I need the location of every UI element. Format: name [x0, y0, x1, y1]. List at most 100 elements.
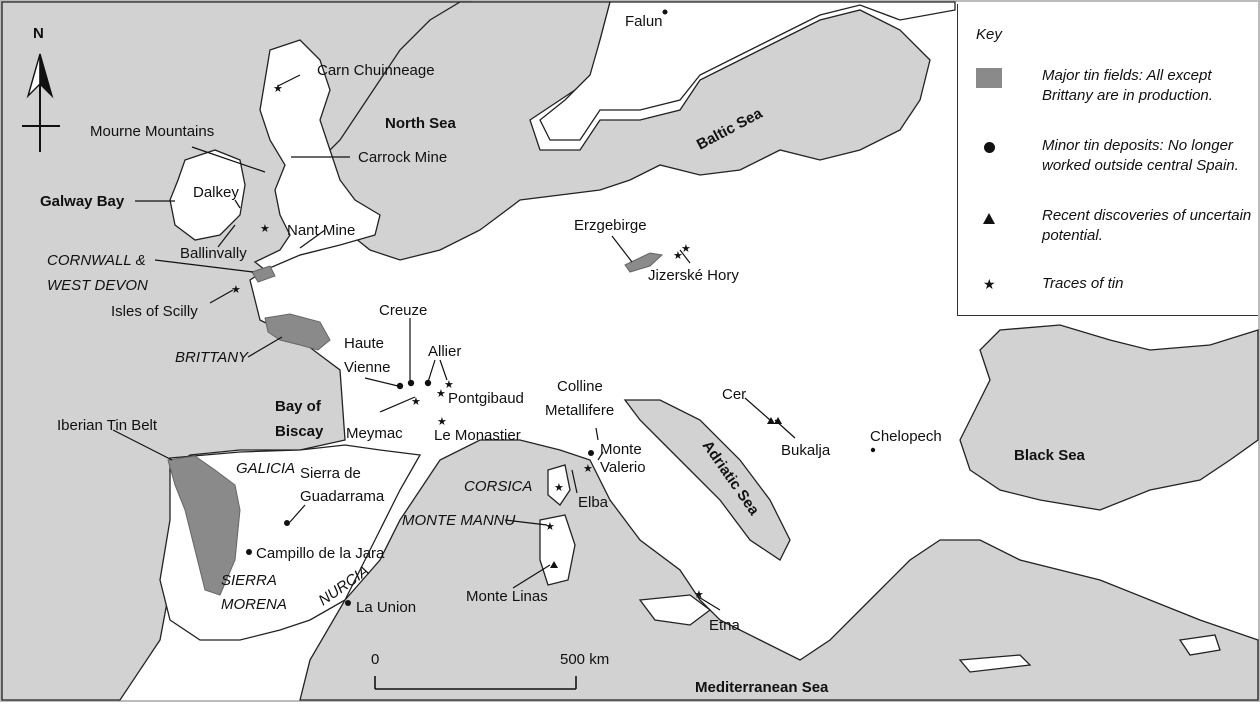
ireland: [169, 149, 246, 241]
leader-guadarrama: [289, 504, 306, 523]
leader-erzgebirge: [611, 235, 633, 263]
leader-scilly: [209, 289, 234, 304]
mourne-mountains-label: Mourne Mountains: [90, 123, 214, 140]
mediterranean-sea-label: Mediterranean Sea: [695, 679, 829, 696]
dot-falun: [662, 9, 668, 15]
star-jizerske-2: ★: [673, 249, 683, 262]
star-allier: ★: [444, 378, 454, 391]
minor-deposit-dots: [246, 9, 876, 606]
key-text-minor-deposit: Minor tin deposits: No longer worked out…: [1042, 137, 1239, 174]
sierra-morena-label-1: SIERRA: [221, 572, 277, 589]
sardinia-island: [539, 514, 576, 586]
sierra-guadarrama-label-2: Guadarrama: [300, 488, 385, 505]
leader-allier-2: [439, 359, 448, 381]
dot-creuze: [407, 379, 415, 387]
minor-deposit-dot-icon: [976, 138, 1002, 158]
bukalja-label: Bukalja: [781, 442, 831, 459]
leader-monte-mannu: [504, 519, 548, 526]
triangle-bukalja: [774, 417, 782, 424]
crete-island: [958, 654, 1032, 673]
leader-colline: [595, 427, 599, 441]
jizerske-hory-label: Jizerské Hory: [648, 267, 739, 284]
key-text-recent-discovery: Recent discoveries of uncertain potentia…: [1042, 207, 1252, 244]
monte-mannu-label: MONTE MANNU: [402, 512, 515, 529]
brittany-label: BRITTANY: [175, 349, 249, 366]
star-carn: ★: [273, 82, 283, 95]
great-britain: [253, 39, 381, 271]
etna-label: Etna: [709, 617, 741, 634]
corsica-label: CORSICA: [464, 478, 532, 495]
leader-mourne: [191, 146, 266, 173]
campillo-label: Campillo de la Jara: [256, 545, 385, 562]
major-tin-field-swatch-icon: [976, 68, 1002, 88]
erzgebirge-label: Erzgebirge: [574, 217, 647, 234]
bay-of-biscay-label-2: Biscay: [275, 423, 324, 440]
leader-jizerske: [679, 249, 691, 264]
star-pontgibaud: ★: [436, 387, 446, 400]
dot-monte-valerio: [588, 450, 594, 456]
tin-field-erzgebirge: [624, 252, 664, 273]
monte-linas-label: Monte Linas: [466, 588, 548, 605]
leader-allier-1: [427, 359, 436, 383]
tin-field-brittany: [264, 313, 331, 351]
le-monastier-label: Le Monastier: [434, 427, 521, 444]
map-key: Key Major tin fields: All except Brittan…: [957, 4, 1258, 316]
leader-nant: [299, 229, 326, 249]
bay-of-biscay-label-1: Bay of: [275, 398, 322, 415]
dot-allier: [424, 379, 432, 387]
monte-valerio-label-1: Monte: [600, 441, 642, 458]
elba-label: Elba: [578, 494, 609, 511]
galicia-label: GALICIA: [236, 460, 295, 477]
meymac-label: Meymac: [346, 425, 403, 442]
cer-label: Cer: [722, 386, 746, 403]
haute-vienne-label-2: Vienne: [344, 359, 390, 376]
sierra-morena-label-2: MORENA: [221, 596, 287, 613]
cornwall-label-1: CORNWALL &: [47, 252, 146, 269]
compass-icon: N: [22, 25, 60, 152]
leader-monte-linas: [512, 564, 551, 589]
leader-valerio: [597, 451, 604, 461]
leader-iberian: [112, 429, 173, 461]
triangle-cer: [767, 417, 775, 424]
black-sea: [959, 324, 1259, 511]
cornwall-label-2: WEST DEVON: [47, 277, 148, 294]
allier-label: Allier: [428, 343, 461, 360]
leader-dalkey: [234, 199, 241, 209]
dot-chelopech: [870, 447, 876, 453]
scale-bar: 0 500 km: [371, 651, 609, 690]
cyprus-island: [1178, 634, 1221, 656]
leader-elba: [571, 469, 578, 494]
leader-cornwall: [154, 259, 254, 273]
leader-meymac: [379, 396, 416, 413]
nant-mine-label: Nant Mine: [287, 222, 355, 239]
tin-field-cornwall: [251, 265, 276, 283]
compass-arrow-right: [39, 53, 54, 99]
corsica-island: [547, 464, 571, 506]
star-corsica: ★: [554, 481, 564, 494]
star-nant: ★: [260, 222, 270, 235]
tin-field-iberian: [167, 455, 241, 596]
recent-discovery-triangles: [550, 417, 782, 568]
star-monte-mannu: ★: [545, 520, 555, 533]
scale-bar-end-label: 500 km: [560, 651, 609, 668]
colline-label-2: Metallifere: [545, 402, 614, 419]
la-union-label: La Union: [356, 599, 416, 616]
leader-etna: [696, 595, 721, 611]
falun-label: Falun: [625, 13, 663, 30]
scale-bar-start-label: 0: [371, 651, 379, 668]
chelopech-label: Chelopech: [870, 428, 942, 445]
star-etna: ★: [694, 588, 704, 601]
monte-valerio-label-2: Valerio: [600, 459, 646, 476]
key-title: Key: [976, 26, 1002, 43]
recent-discovery-triangle-icon: [976, 208, 1002, 228]
carn-chuinneage-label: Carn Chuinneage: [317, 62, 435, 79]
creuze-label: Creuze: [379, 302, 427, 319]
dot-haute-vienne: [396, 382, 404, 390]
star-scilly: ★: [231, 283, 241, 296]
black-sea-label: Black Sea: [1014, 447, 1086, 464]
leader-brittany: [247, 336, 283, 358]
ballinvally-label: Ballinvally: [180, 245, 247, 262]
carrock-mine-label: Carrock Mine: [358, 149, 447, 166]
key-text-trace: Traces of tin: [1042, 275, 1124, 292]
